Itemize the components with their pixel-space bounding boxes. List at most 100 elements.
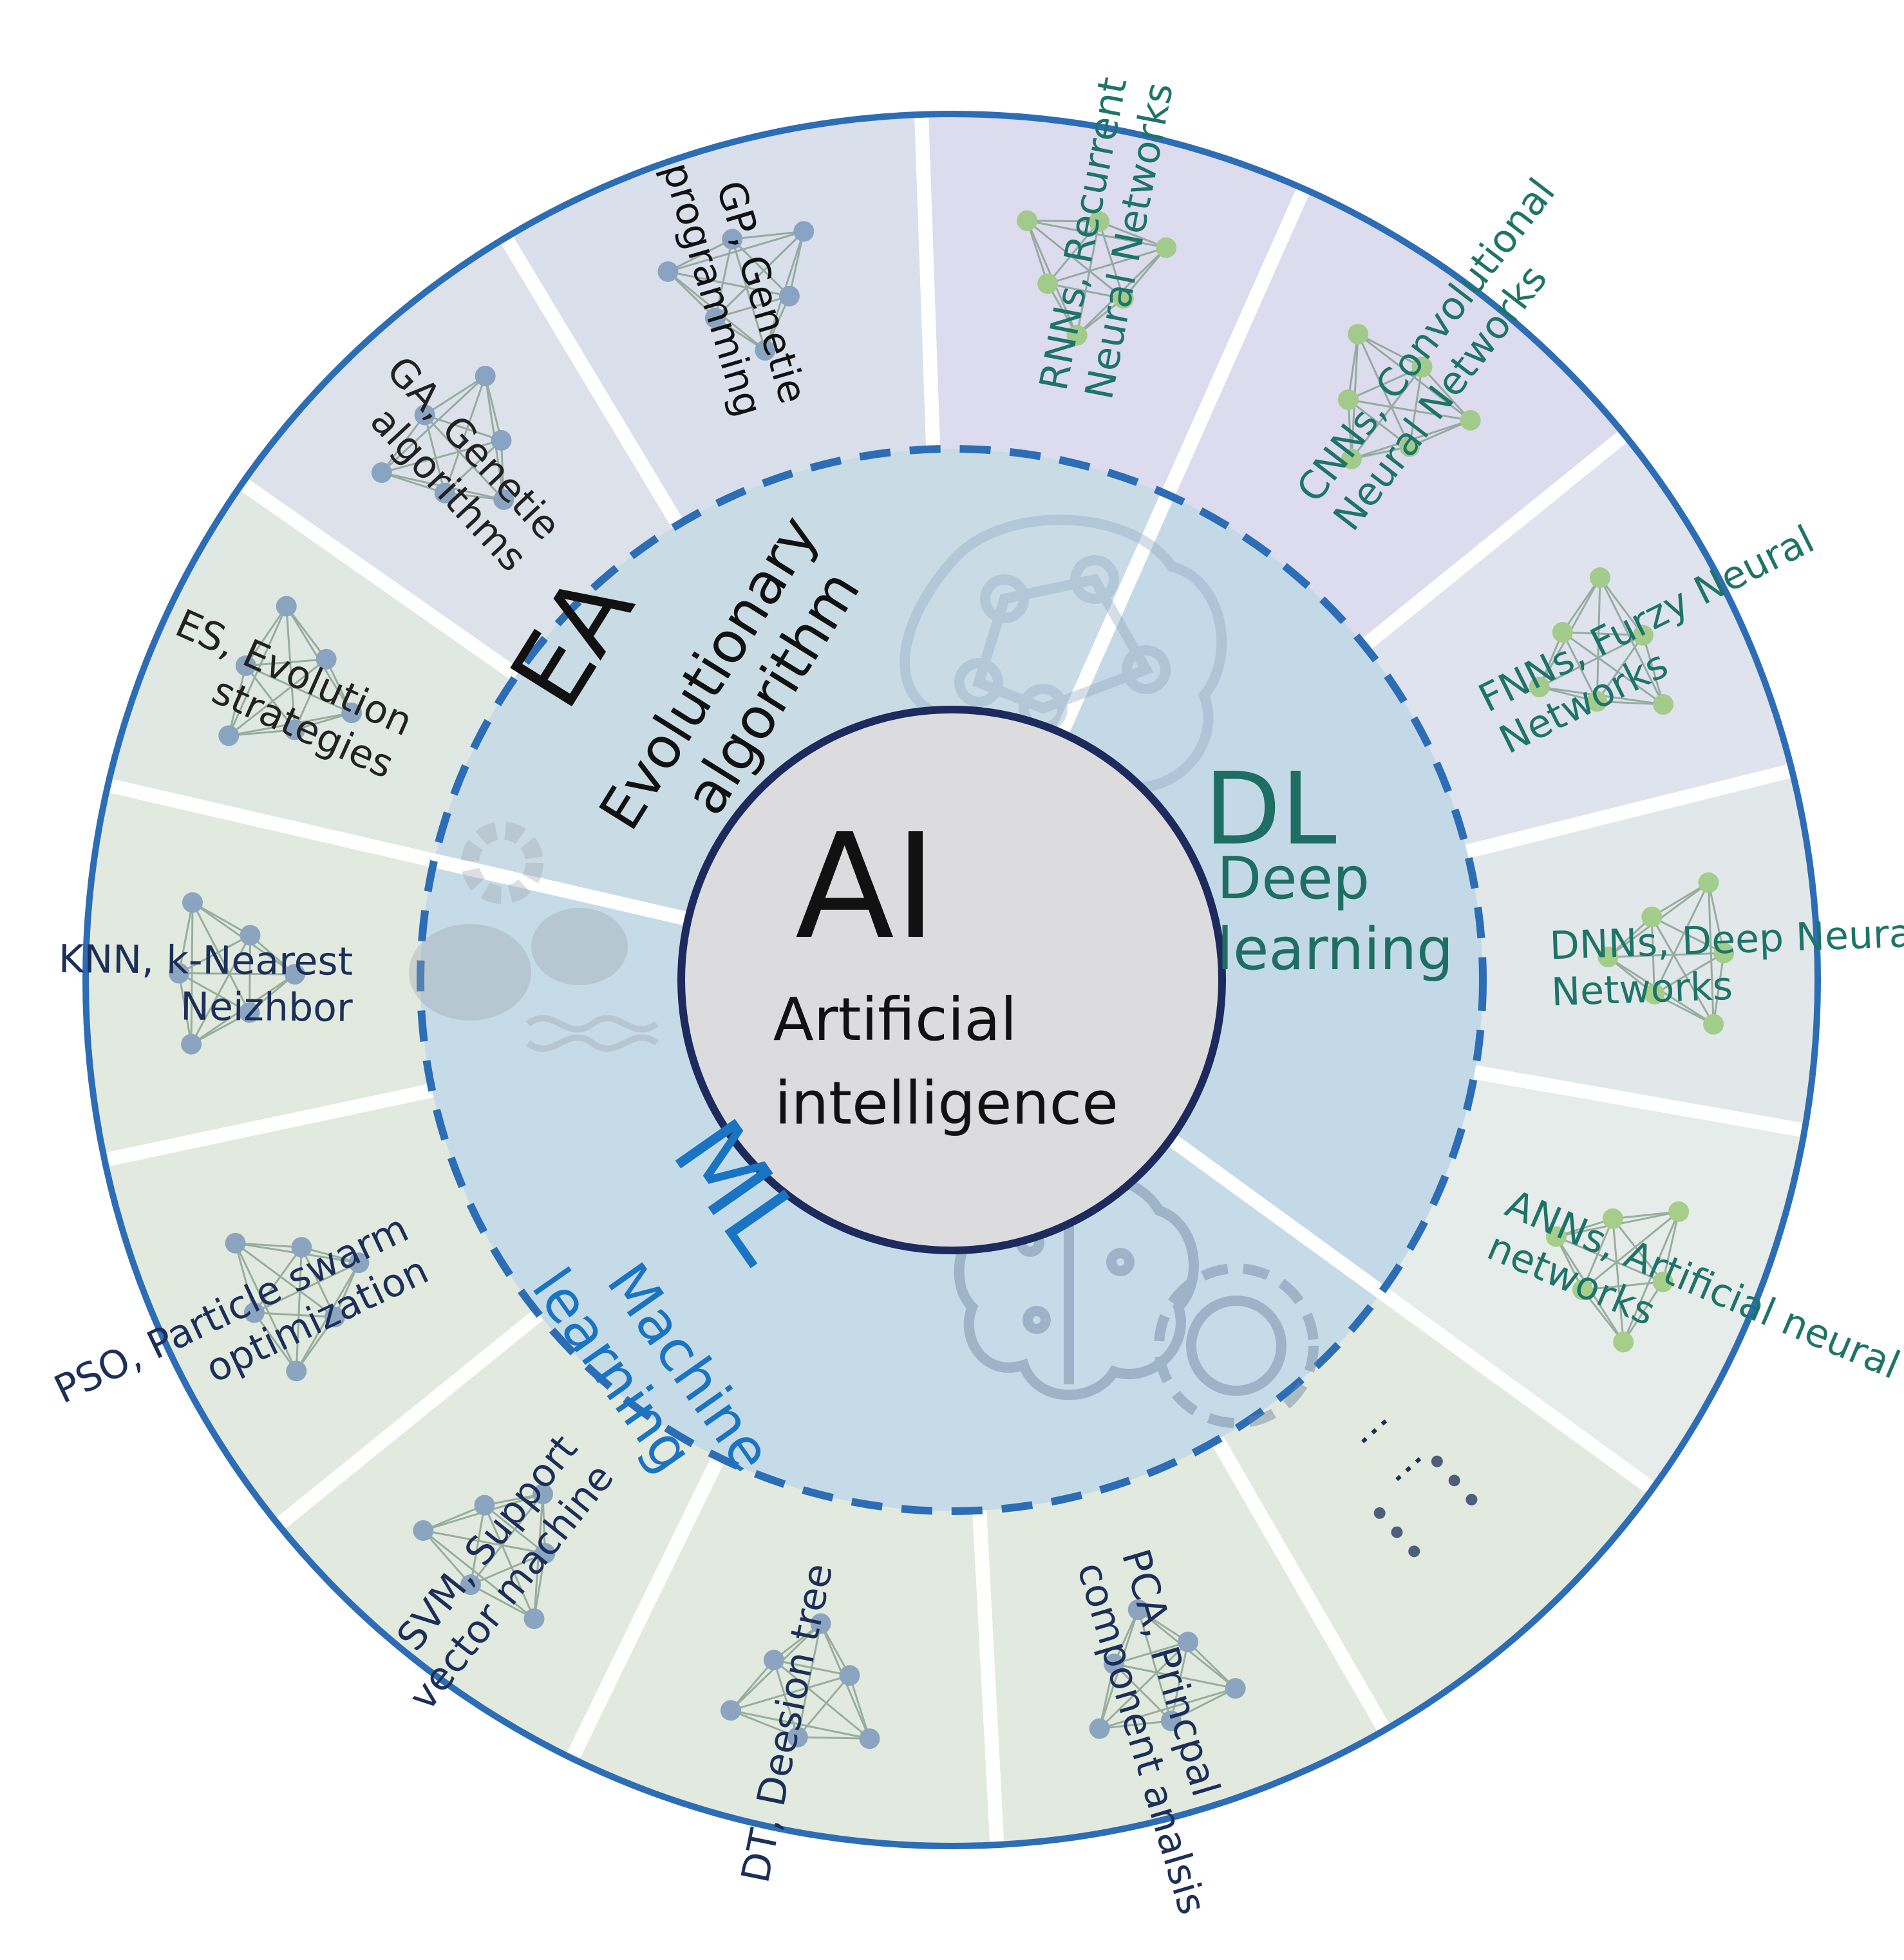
icon-node [218,725,240,746]
dot [1373,1507,1386,1519]
icon-node [285,964,306,985]
icon-edge [1608,952,1724,958]
icon-edge [285,606,296,730]
sector-separator [1050,491,1174,748]
icon-edge [1113,1663,1172,1722]
icon-edge [424,413,502,442]
icon-node [1104,1654,1125,1675]
icon-edge [1187,1641,1236,1690]
icon-node [1589,567,1610,589]
segment-separator [499,234,684,529]
icon-edge [1712,952,1725,1024]
icon-edge [731,238,791,297]
icon-node [493,489,514,511]
icon-edge [1581,1218,1614,1290]
dot [1466,1494,1478,1506]
method-label-line2: Networks [1551,964,1733,1015]
outer-ring-border [82,111,1821,1849]
icon-edge [295,1247,303,1371]
icon-edge [1027,220,1099,223]
icon-node [1587,691,1608,712]
icon-node [1348,323,1369,344]
icon-edge [470,1583,535,1620]
icon-edge [1122,247,1167,299]
center-circle [677,706,1226,1254]
icon-node [1552,621,1573,643]
icon-edge [178,972,250,1013]
icon-node [1113,288,1134,309]
icon-edge [285,605,327,660]
icon-node [1160,1710,1182,1731]
icon-node [1411,356,1433,377]
icon-edge [484,1504,546,1554]
icon-node [1602,1208,1623,1229]
icon-edge [234,1243,256,1314]
icon-node [240,925,261,946]
icon-edge [484,1505,535,1619]
icon-node [1156,237,1177,258]
icon-edge [1171,1687,1236,1722]
icon-edge [1650,916,1655,994]
ga-population-icon [371,365,514,511]
icon-node [1632,625,1654,646]
icon-edge [192,901,251,936]
icon-edge [422,1504,485,1532]
evolution-gear-dna-icon [409,822,659,1052]
icon-node [533,1484,554,1505]
rnn-diagram-icon [1017,210,1177,346]
icon-edge [1596,578,1601,702]
icon-edge [1137,1609,1173,1722]
icon-edge [667,270,716,319]
icon-edge [1612,1211,1679,1220]
icon-edge [796,1675,851,1738]
icon-node [1066,325,1088,346]
segment-separator [103,1083,434,1167]
icon-node [1703,1013,1724,1035]
icon-edge [1651,881,1710,918]
icon-node [1460,410,1481,431]
icon-edge [773,1659,799,1738]
icon-edge [191,902,250,1013]
icon-edge [1561,632,1598,702]
icon-node [1545,1226,1567,1247]
icon-edge [1562,631,1643,637]
segment-separator [914,114,941,449]
icon-edge [730,1659,775,1711]
dl-line2: learning [1217,916,1453,983]
icon-edge [797,1736,870,1740]
icon-edge [1581,1289,1625,1343]
icon-node [704,307,726,328]
icon-edge [422,1530,472,1586]
icon-node [1713,943,1735,964]
icon-node [1641,906,1663,927]
icon-edge [1539,634,1644,688]
icon-edge [1650,916,1715,1025]
icon-edge [229,728,295,737]
segment-separator [106,778,436,868]
icon-edge [731,238,766,351]
icon-edge [667,238,733,273]
icon-node [1529,676,1550,697]
icon-edge [1582,1281,1663,1291]
icon-node [810,1613,831,1634]
icon-edge [470,1552,545,1586]
icon-edge [1170,1641,1189,1721]
icon-node [1337,389,1359,410]
cnn-diagram-icon [1337,323,1481,469]
icon-node [523,1608,545,1629]
icon-node [341,702,363,724]
icon-node [755,340,776,361]
icon-edge [1348,399,1411,448]
icon-edge [424,375,486,416]
center-line1: Artificial [773,985,1017,1054]
icon-node [413,1520,434,1541]
icon-node [276,596,297,617]
icon-node [1644,983,1665,1004]
icon-node [1225,1678,1246,1699]
segment-separator [1161,185,1311,498]
icon-edge [732,230,804,240]
icon-edge [227,665,247,736]
icon-edge [788,231,805,297]
